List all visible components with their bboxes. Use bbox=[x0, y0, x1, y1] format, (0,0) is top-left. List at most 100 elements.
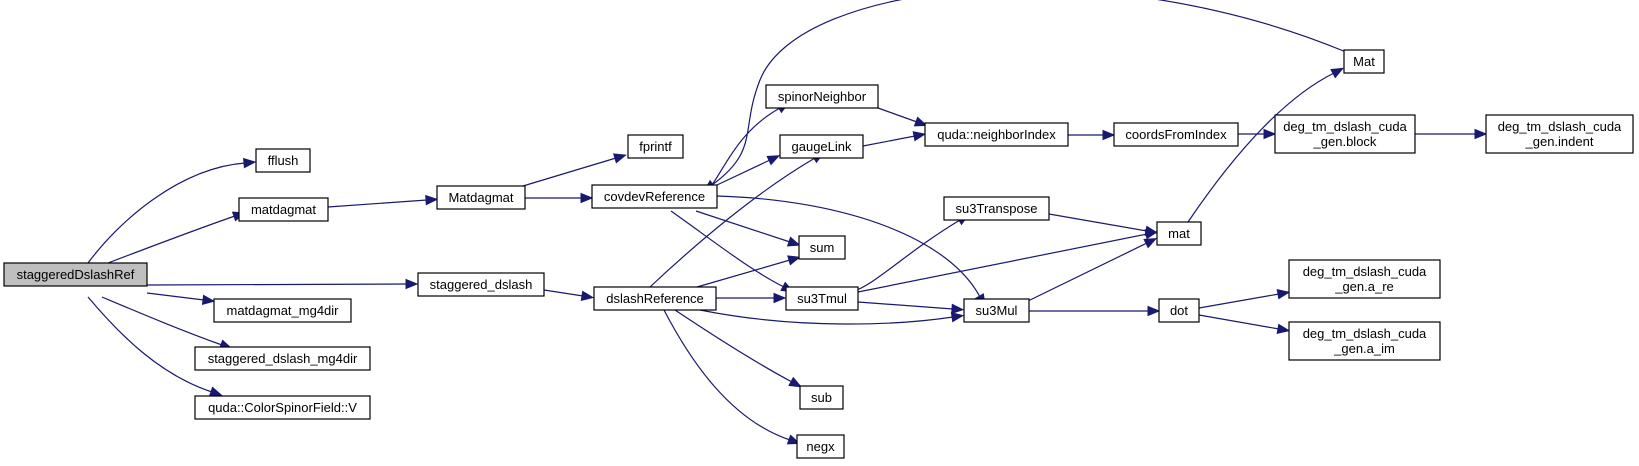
node-staggeredDslashRef[interactable]: staggeredDslashRef bbox=[3, 262, 148, 287]
arrowhead-icon bbox=[208, 386, 223, 397]
node-box[interactable] bbox=[785, 286, 859, 311]
node-label: matdagmat_mg4dir bbox=[227, 303, 340, 318]
node-indent[interactable]: deg_tm_dslash_cuda_gen.indent bbox=[1485, 114, 1634, 154]
node-box[interactable] bbox=[943, 196, 1050, 221]
edge-su3Tmul-to-su3Mul bbox=[857, 301, 965, 315]
node-matdagmat_mg4dir[interactable]: matdagmat_mg4dir bbox=[213, 298, 352, 323]
node-block[interactable]: deg_tm_dslash_cuda_gen.block bbox=[1274, 114, 1416, 154]
edges-layer bbox=[87, 0, 1488, 445]
node-negx[interactable]: negx bbox=[796, 434, 845, 459]
node-box[interactable] bbox=[1156, 221, 1202, 246]
arrowhead-icon bbox=[787, 255, 801, 266]
node-box[interactable] bbox=[1288, 259, 1441, 299]
node-label: dot bbox=[1170, 303, 1188, 318]
node-box[interactable] bbox=[1158, 298, 1200, 323]
arrowhead-icon bbox=[951, 303, 965, 315]
node-covdevReference[interactable]: covdevReference bbox=[591, 184, 718, 209]
edge-line bbox=[674, 309, 793, 383]
node-label: quda::ColorSpinorField::V bbox=[208, 400, 357, 415]
edge-dslashReference-to-su3Mul bbox=[699, 309, 965, 325]
node-box[interactable] bbox=[3, 262, 148, 287]
node-sub[interactable]: sub bbox=[799, 385, 844, 410]
node-box[interactable] bbox=[1274, 114, 1416, 154]
node-fflush[interactable]: fflush bbox=[255, 148, 311, 173]
node-su3Transpose[interactable]: su3Transpose bbox=[943, 196, 1050, 221]
node-box[interactable] bbox=[194, 395, 371, 420]
arrowhead-icon bbox=[1143, 238, 1158, 249]
node-label: su3Mul bbox=[976, 303, 1018, 318]
edge-line bbox=[87, 296, 213, 393]
arrowhead-icon bbox=[1147, 305, 1161, 317]
node-box[interactable] bbox=[1343, 49, 1385, 74]
node-su3Mul[interactable]: su3Mul bbox=[963, 298, 1030, 323]
node-label: staggeredDslashRef bbox=[17, 267, 135, 282]
edge-covdevReference-to-sum bbox=[695, 210, 801, 247]
node-neighborIndex[interactable]: quda::neighborIndex bbox=[924, 122, 1069, 147]
edge-staggeredDslashRef-to-matdagmat_mg4dir bbox=[146, 292, 216, 305]
node-box[interactable] bbox=[417, 272, 545, 297]
edge-line bbox=[1198, 293, 1280, 309]
node-matdagmat[interactable]: matdagmat bbox=[238, 197, 329, 222]
node-V[interactable]: quda::ColorSpinorField::V bbox=[194, 395, 371, 420]
arrowhead-icon bbox=[1102, 129, 1116, 141]
node-label: spinorNeighbor bbox=[778, 89, 867, 104]
node-staggered_dslash_mg4dir[interactable]: staggered_dslash_mg4dir bbox=[194, 346, 371, 371]
edge-dslashReference-to-sum bbox=[696, 255, 801, 288]
node-label: sum bbox=[810, 240, 835, 255]
node-box[interactable] bbox=[436, 185, 526, 210]
node-fprintf[interactable]: fprintf bbox=[627, 134, 684, 159]
edge-matdagmat-to-Matdagmat bbox=[327, 194, 439, 208]
node-dot[interactable]: dot bbox=[1158, 298, 1200, 323]
edge-line bbox=[146, 292, 205, 301]
node-box[interactable] bbox=[779, 134, 864, 159]
node-label: quda::neighborIndex bbox=[937, 127, 1056, 142]
edge-line bbox=[1027, 242, 1148, 302]
node-box[interactable] bbox=[593, 286, 717, 311]
edge-line bbox=[1187, 72, 1335, 223]
node-a_im[interactable]: deg_tm_dslash_cuda_gen.a_im bbox=[1288, 321, 1441, 361]
node-box[interactable] bbox=[213, 298, 352, 323]
node-label: su3Tmul bbox=[797, 291, 847, 306]
node-box[interactable] bbox=[238, 197, 329, 222]
node-box[interactable] bbox=[194, 346, 371, 371]
arrowhead-icon bbox=[580, 290, 595, 301]
node-box[interactable] bbox=[765, 84, 879, 109]
node-a_re[interactable]: deg_tm_dslash_cuda_gen.a_re bbox=[1288, 259, 1441, 299]
node-mat[interactable]: mat bbox=[1156, 221, 1202, 246]
edge-line bbox=[101, 296, 223, 346]
node-box[interactable] bbox=[1113, 122, 1239, 147]
node-box[interactable] bbox=[1485, 114, 1634, 154]
node-label: mat bbox=[1168, 226, 1190, 241]
node-box[interactable] bbox=[924, 122, 1069, 147]
node-label: coordsFromIndex bbox=[1125, 127, 1227, 142]
node-sum[interactable]: sum bbox=[798, 235, 846, 260]
node-label: Matdagmat bbox=[448, 190, 513, 205]
node-dslashReference[interactable]: dslashReference bbox=[593, 286, 717, 311]
node-label: staggered_dslash_mg4dir bbox=[208, 351, 358, 366]
node-staggered_dslash[interactable]: staggered_dslash bbox=[417, 272, 545, 297]
node-box[interactable] bbox=[591, 184, 718, 209]
edge-Matdagmat-to-covdevReference bbox=[525, 192, 594, 204]
node-box[interactable] bbox=[799, 385, 844, 410]
node-box[interactable] bbox=[798, 235, 846, 260]
node-label: su3Transpose bbox=[956, 201, 1038, 216]
arrowhead-icon bbox=[243, 157, 257, 169]
arrowhead-icon bbox=[425, 194, 439, 206]
node-label: _gen.block bbox=[1313, 134, 1377, 149]
edge-line bbox=[670, 210, 785, 288]
arrowhead-icon bbox=[913, 116, 928, 127]
node-spinorNeighbor[interactable]: spinorNeighbor bbox=[765, 84, 879, 109]
edge-line bbox=[87, 162, 246, 264]
node-label: covdevReference bbox=[604, 189, 705, 204]
node-coordsFromIndex[interactable]: coordsFromIndex bbox=[1113, 122, 1239, 147]
node-box[interactable] bbox=[255, 148, 311, 173]
node-Mat[interactable]: Mat bbox=[1343, 49, 1385, 74]
node-Matdagmat[interactable]: Matdagmat bbox=[436, 185, 526, 210]
node-box[interactable] bbox=[1288, 321, 1441, 361]
node-box[interactable] bbox=[963, 298, 1030, 323]
node-gaugeLink[interactable]: gaugeLink bbox=[779, 134, 864, 159]
node-box[interactable] bbox=[796, 434, 845, 459]
arrowhead-icon bbox=[773, 292, 787, 304]
node-su3Tmul[interactable]: su3Tmul bbox=[785, 286, 859, 311]
node-box[interactable] bbox=[627, 134, 684, 159]
